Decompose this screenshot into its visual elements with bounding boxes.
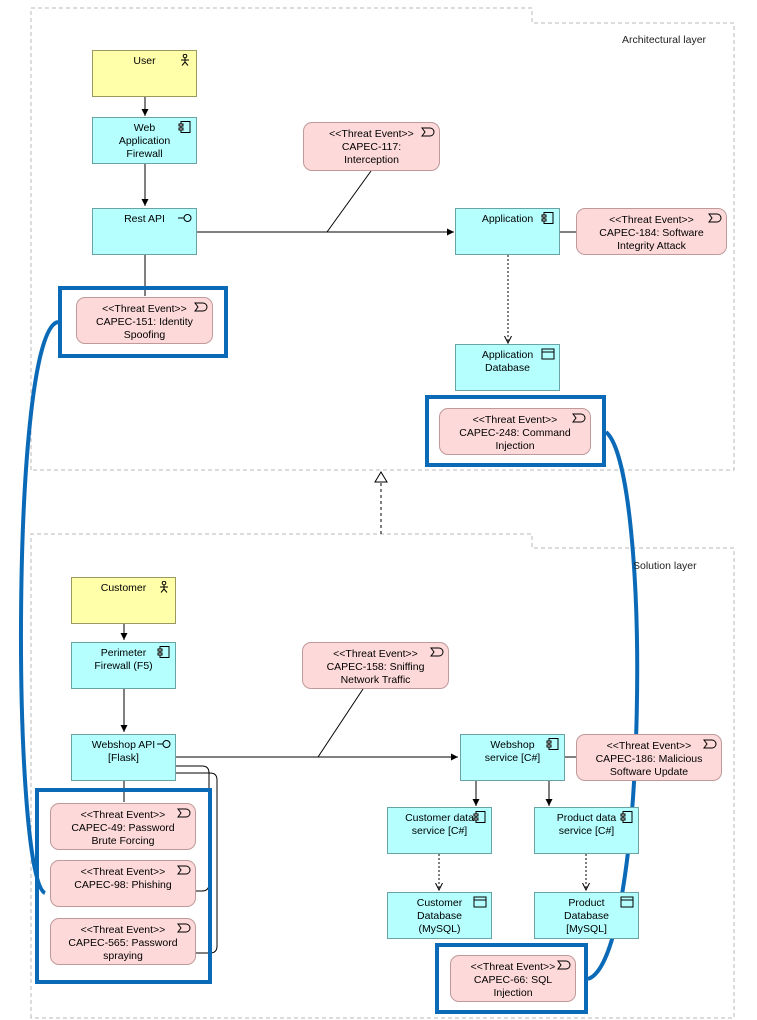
perimeter-firewall-label: Perimeter Firewall (F5) [94, 647, 153, 672]
capec-117-threat[interactable]: <<Threat Event>> CAPEC-117: Interception [303, 122, 440, 171]
event-icon [177, 865, 191, 875]
event-icon [557, 960, 571, 970]
component-icon [473, 811, 486, 823]
stick-figure-icon [181, 54, 189, 66]
capec-184-threat[interactable]: <<Threat Event>> CAPEC-184: Software Int… [576, 208, 727, 255]
webshop-api-label: Webshop API [Flask] [91, 739, 156, 764]
application-component[interactable]: Application [455, 208, 560, 255]
customer-label: Customer [100, 582, 147, 594]
capec-184-label: <<Threat Event>> CAPEC-184: Software Int… [599, 214, 704, 252]
interface-lollipop-icon [178, 214, 192, 222]
capec-565-threat[interactable]: <<Threat Event>> CAPEC-565: Password spr… [50, 918, 196, 965]
waf-label: Web Application Firewall [118, 122, 171, 160]
event-icon [177, 808, 191, 818]
webshop-service-label: Webshop service [C#] [484, 739, 541, 764]
rest-api-interface[interactable]: Rest API [92, 208, 197, 255]
customer-database[interactable]: Customer Database (MySQL) [387, 892, 492, 939]
capec-49-threat[interactable]: <<Threat Event>> CAPEC-49: Password Brut… [50, 803, 196, 850]
capec-49-label: <<Threat Event>> CAPEC-49: Password Brut… [71, 809, 175, 847]
component-icon [157, 646, 170, 658]
webshop-service-component[interactable]: Webshop service [C#] [460, 734, 565, 781]
capec117-association [326, 170, 372, 233]
data-object-icon [541, 348, 555, 360]
highlight-box-capec-248 [425, 395, 606, 467]
customer-data-service-label: Customer data service [C#] [405, 812, 474, 837]
highlight-box-authentication-threats [35, 788, 212, 984]
capec-151-label: <<Threat Event>> CAPEC-151: Identity Spo… [96, 303, 193, 341]
product-database[interactable]: Product Database [MySQL] [534, 892, 639, 939]
architectural-layer-label: Architectural layer [622, 34, 707, 46]
component-icon [541, 212, 554, 224]
application-label: Application [481, 213, 534, 225]
capec-66-threat[interactable]: <<Threat Event>> CAPEC-66: SQL Injection [450, 955, 576, 1002]
event-icon [572, 413, 586, 423]
rest-api-label: Rest API [124, 213, 165, 225]
capec-66-label: <<Threat Event>> CAPEC-66: SQL Injection [470, 961, 556, 999]
capec-248-threat[interactable]: <<Threat Event>> CAPEC-248: Command Inje… [439, 408, 591, 455]
product-data-service-component[interactable]: Product data service [C#] [534, 807, 639, 854]
capec-151-threat[interactable]: <<Threat Event>> CAPEC-151: Identity Spo… [76, 297, 213, 344]
interface-lollipop-icon [157, 740, 171, 748]
perimeter-firewall-component[interactable]: Perimeter Firewall (F5) [71, 642, 176, 689]
capec-565-label: <<Threat Event>> CAPEC-565: Password spr… [68, 924, 178, 962]
application-database[interactable]: Application Database [455, 344, 560, 391]
data-object-icon [473, 896, 487, 908]
customer-database-label: Customer Database (MySQL) [416, 897, 463, 935]
product-data-service-label: Product data service [C#] [556, 812, 617, 837]
event-icon [708, 213, 722, 223]
product-database-label: Product Database [MySQL] [564, 897, 609, 935]
highlight-box-capec-66 [435, 943, 588, 1014]
event-icon [177, 923, 191, 933]
capec158-association [317, 688, 364, 758]
user-actor[interactable]: User [92, 50, 197, 97]
component-icon [620, 811, 633, 823]
solution-layer-label: Solution layer [633, 560, 697, 572]
webshop-api-interface[interactable]: Webshop API [Flask] [71, 734, 176, 781]
capec-248-label: <<Threat Event>> CAPEC-248: Command Inje… [459, 414, 571, 452]
capec-158-label: <<Threat Event>> CAPEC-158: Sniffing Net… [326, 648, 425, 686]
waf-component[interactable]: Web Application Firewall [92, 117, 197, 164]
data-object-icon [620, 896, 634, 908]
event-icon [421, 127, 435, 137]
capec-117-label: <<Threat Event>> CAPEC-117: Interception [329, 128, 414, 166]
customer-actor[interactable]: Customer [71, 577, 176, 624]
highlight-box-capec-151 [58, 286, 228, 358]
application-database-label: Application Database [481, 349, 534, 374]
event-icon [703, 739, 717, 749]
customer-data-service-component[interactable]: Customer data service [C#] [387, 807, 492, 854]
capec-98-label: <<Threat Event>> CAPEC-98: Phishing [74, 866, 172, 891]
capec-186-label: <<Threat Event>> CAPEC-186: Malicious So… [595, 740, 703, 778]
capec-186-threat[interactable]: <<Threat Event>> CAPEC-186: Malicious So… [576, 734, 722, 781]
event-icon [194, 302, 208, 312]
capec-158-threat[interactable]: <<Threat Event>> CAPEC-158: Sniffing Net… [302, 642, 449, 689]
user-label: User [133, 55, 156, 67]
realization-arrowhead [374, 471, 388, 483]
event-icon [430, 647, 444, 657]
stick-figure-icon [160, 581, 168, 593]
component-icon [178, 121, 191, 133]
component-icon [546, 738, 559, 750]
capec-98-threat[interactable]: <<Threat Event>> CAPEC-98: Phishing [50, 860, 196, 907]
